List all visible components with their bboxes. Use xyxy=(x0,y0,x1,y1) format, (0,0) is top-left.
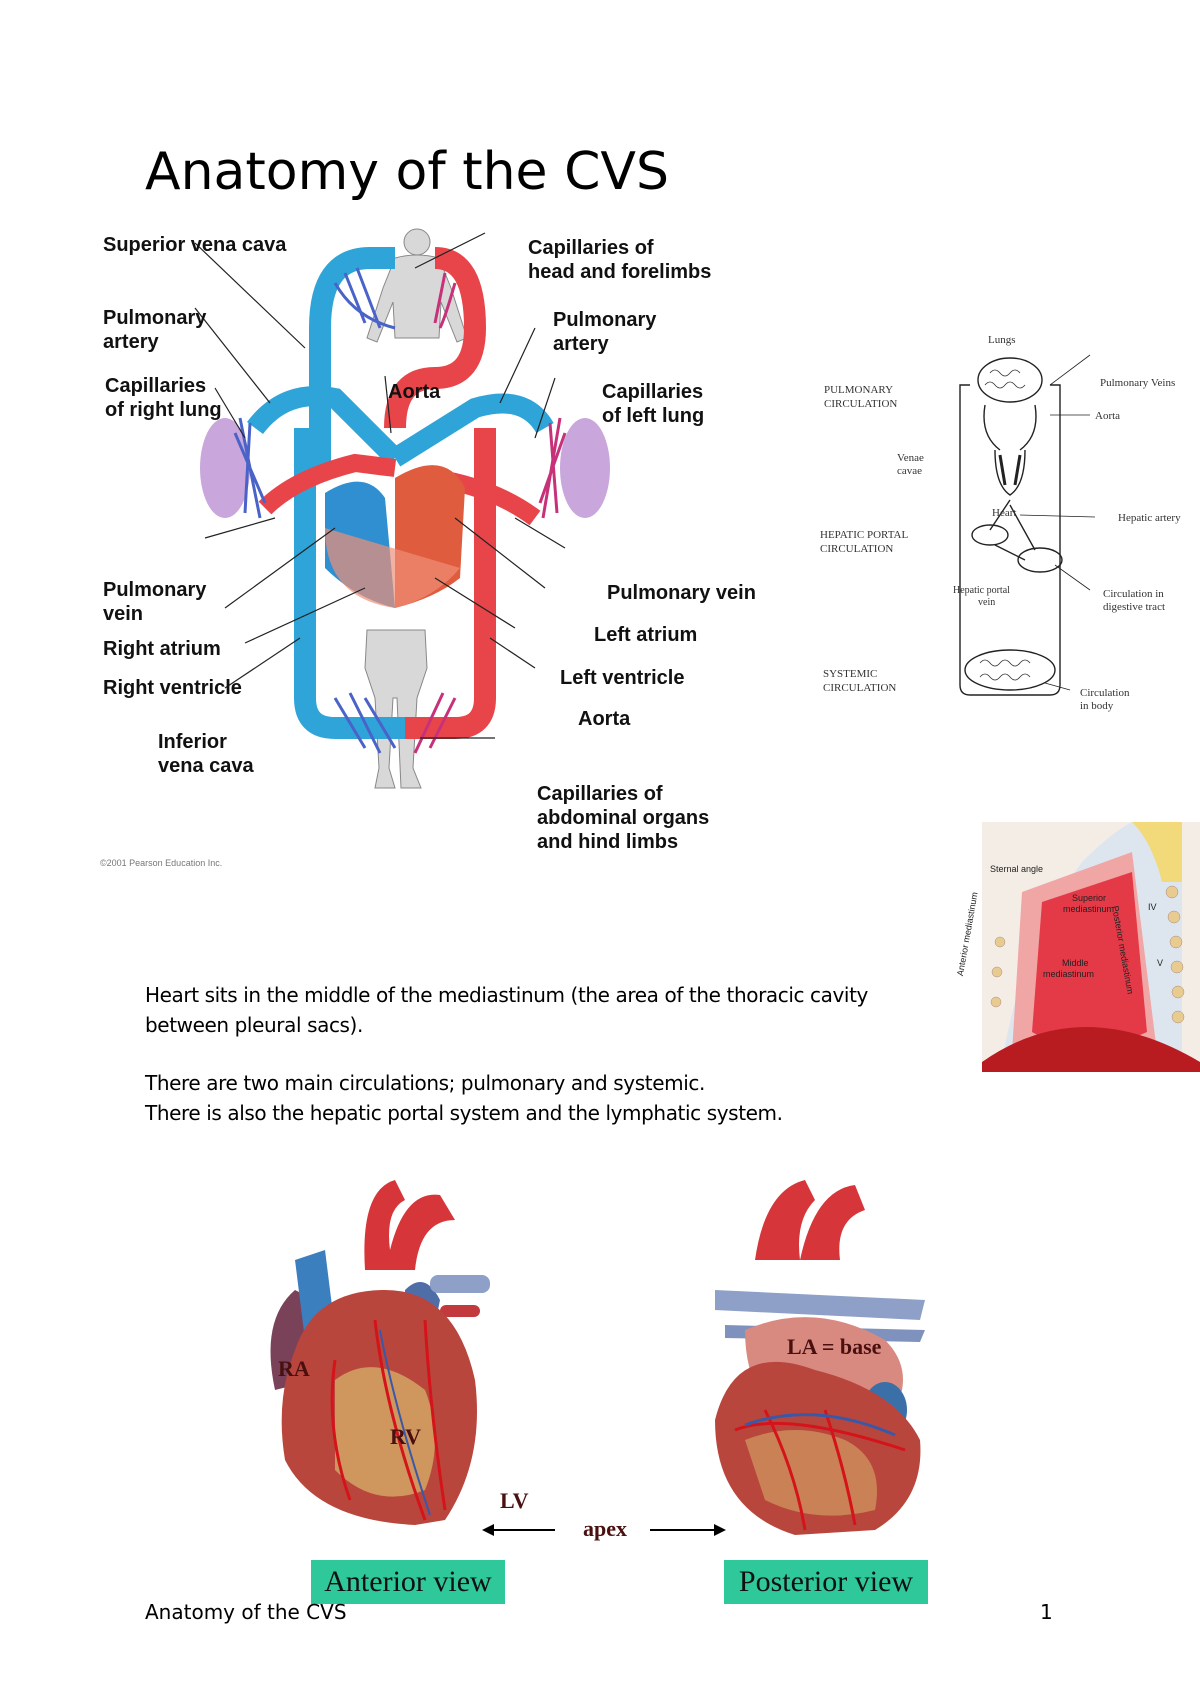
mediastinum-sternal-angle: Sternal angle xyxy=(990,864,1044,874)
label-right-ventricle: Right ventricle xyxy=(103,677,242,699)
label-capillaries-right-lung: Capillaries xyxy=(105,375,207,397)
mediastinum-v: V xyxy=(1157,958,1164,968)
leader-lines xyxy=(194,232,566,739)
left-lung-capillaries xyxy=(538,417,567,519)
label-lv: LV xyxy=(500,1488,529,1513)
label-aorta-top: Aorta xyxy=(388,381,441,403)
apex-arrows xyxy=(482,1524,726,1536)
label-pulmonary-artery-right: Pulmonary xyxy=(553,309,657,331)
lower-body-figure xyxy=(364,629,428,789)
label-apex: apex xyxy=(583,1516,627,1541)
label-pulmonary-vein-left: Pulmonary xyxy=(103,579,207,601)
schematic-venae-cavae: Venae xyxy=(897,452,924,464)
mediastinum-middle: Middle xyxy=(1062,958,1089,968)
label-la-base: LA = base xyxy=(787,1334,882,1359)
schematic-lungs: Lungs xyxy=(988,334,1016,346)
paragraph-circulations-line2: There is also the hepatic portal system … xyxy=(145,1101,783,1125)
systemic-arteries xyxy=(405,428,496,739)
label-capillaries-head: Capillaries of xyxy=(528,237,654,259)
page-title: Anatomy of the CVS xyxy=(145,142,669,202)
paragraph-circulations-line1: There are two main circulations; pulmona… xyxy=(145,1071,705,1095)
pulmonary-artery-left xyxy=(247,386,403,466)
systemic-veins xyxy=(294,428,405,739)
schematic-systemic-circulation: SYSTEMIC xyxy=(823,668,878,680)
head-capillaries xyxy=(333,267,396,330)
schematic-hepatic-portal-vein: Hepatic portal xyxy=(953,585,1010,596)
posterior-view-label: Posterior view xyxy=(724,1560,928,1604)
heart-anterior-illustration xyxy=(270,1180,490,1525)
schematic-pulmonary-veins: Pulmonary Veins xyxy=(1100,377,1176,389)
circulation-diagram xyxy=(194,228,610,789)
anterior-view-label: Anterior view xyxy=(311,1560,505,1604)
label-aorta-bottom: Aorta xyxy=(578,708,631,730)
label-left-ventricle: Left ventricle xyxy=(560,667,685,689)
pulmonary-vein-left xyxy=(258,453,397,515)
schematic-heart: Heart xyxy=(992,507,1017,519)
heart-posterior-illustration xyxy=(715,1180,925,1535)
mediastinum-diagram xyxy=(982,822,1200,1072)
schematic-circulation-digestive: Circulation in xyxy=(1103,588,1164,600)
mediastinum-superior: Superior xyxy=(1072,893,1107,903)
label-inferior-vena-cava: Inferior xyxy=(158,731,227,753)
label-capillaries-abdominal: Capillaries of xyxy=(537,783,663,805)
copyright-note: ©2001 Pearson Education Inc. xyxy=(100,858,223,868)
schematic-circulation-body: Circulation xyxy=(1080,687,1130,699)
label-ra: RA xyxy=(278,1356,310,1381)
aortic-arch xyxy=(384,247,487,429)
right-lung xyxy=(200,418,250,518)
label-pulmonary-vein-right: Pulmonary vein xyxy=(607,582,756,604)
paragraph-mediastinum-line2: between pleural sacs). xyxy=(145,1013,363,1037)
schematic-aorta: Aorta xyxy=(1095,410,1121,422)
mediastinum-iv: IV xyxy=(1148,902,1157,912)
label-right-atrium: Right atrium xyxy=(103,638,221,660)
mediastinum-anterior: Anterior mediastinum xyxy=(955,891,980,977)
label-rv: RV xyxy=(390,1424,422,1449)
schematic-pulmonary-circulation: PULMONARY xyxy=(824,384,894,396)
left-lung xyxy=(560,418,610,518)
schematic-hepatic-artery: Hepatic artery xyxy=(1118,512,1181,524)
label-pulmonary-artery-left: Pulmonary xyxy=(103,307,207,329)
paragraph-mediastinum-line1: Heart sits in the middle of the mediasti… xyxy=(145,983,868,1007)
footer-title: Anatomy of the CVS xyxy=(145,1600,347,1624)
superior-vena-cava xyxy=(309,247,395,478)
schematic-circulation-diagram xyxy=(959,354,1096,696)
abdominal-capillaries xyxy=(333,692,397,754)
label-superior-vena-cava: Superior vena cava xyxy=(103,234,287,256)
label-capillaries-left-lung: Capillaries xyxy=(602,381,704,403)
schematic-hepatic-portal-circulation: HEPATIC PORTAL xyxy=(820,529,909,541)
pulmonary-artery-right xyxy=(389,393,554,467)
label-left-atrium: Left atrium xyxy=(594,624,698,646)
page-number: 1 xyxy=(1040,1600,1053,1624)
